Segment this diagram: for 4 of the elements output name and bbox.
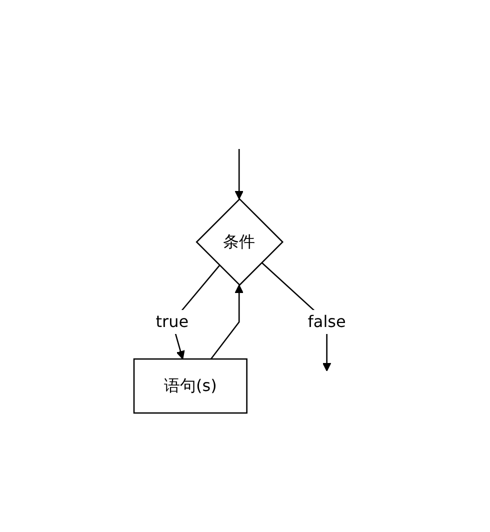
- arrow: [210, 284, 244, 360]
- node-box: 语句(s): [132, 358, 248, 414]
- node-diamond: 条件: [195, 198, 284, 286]
- arrow: [234, 149, 244, 200]
